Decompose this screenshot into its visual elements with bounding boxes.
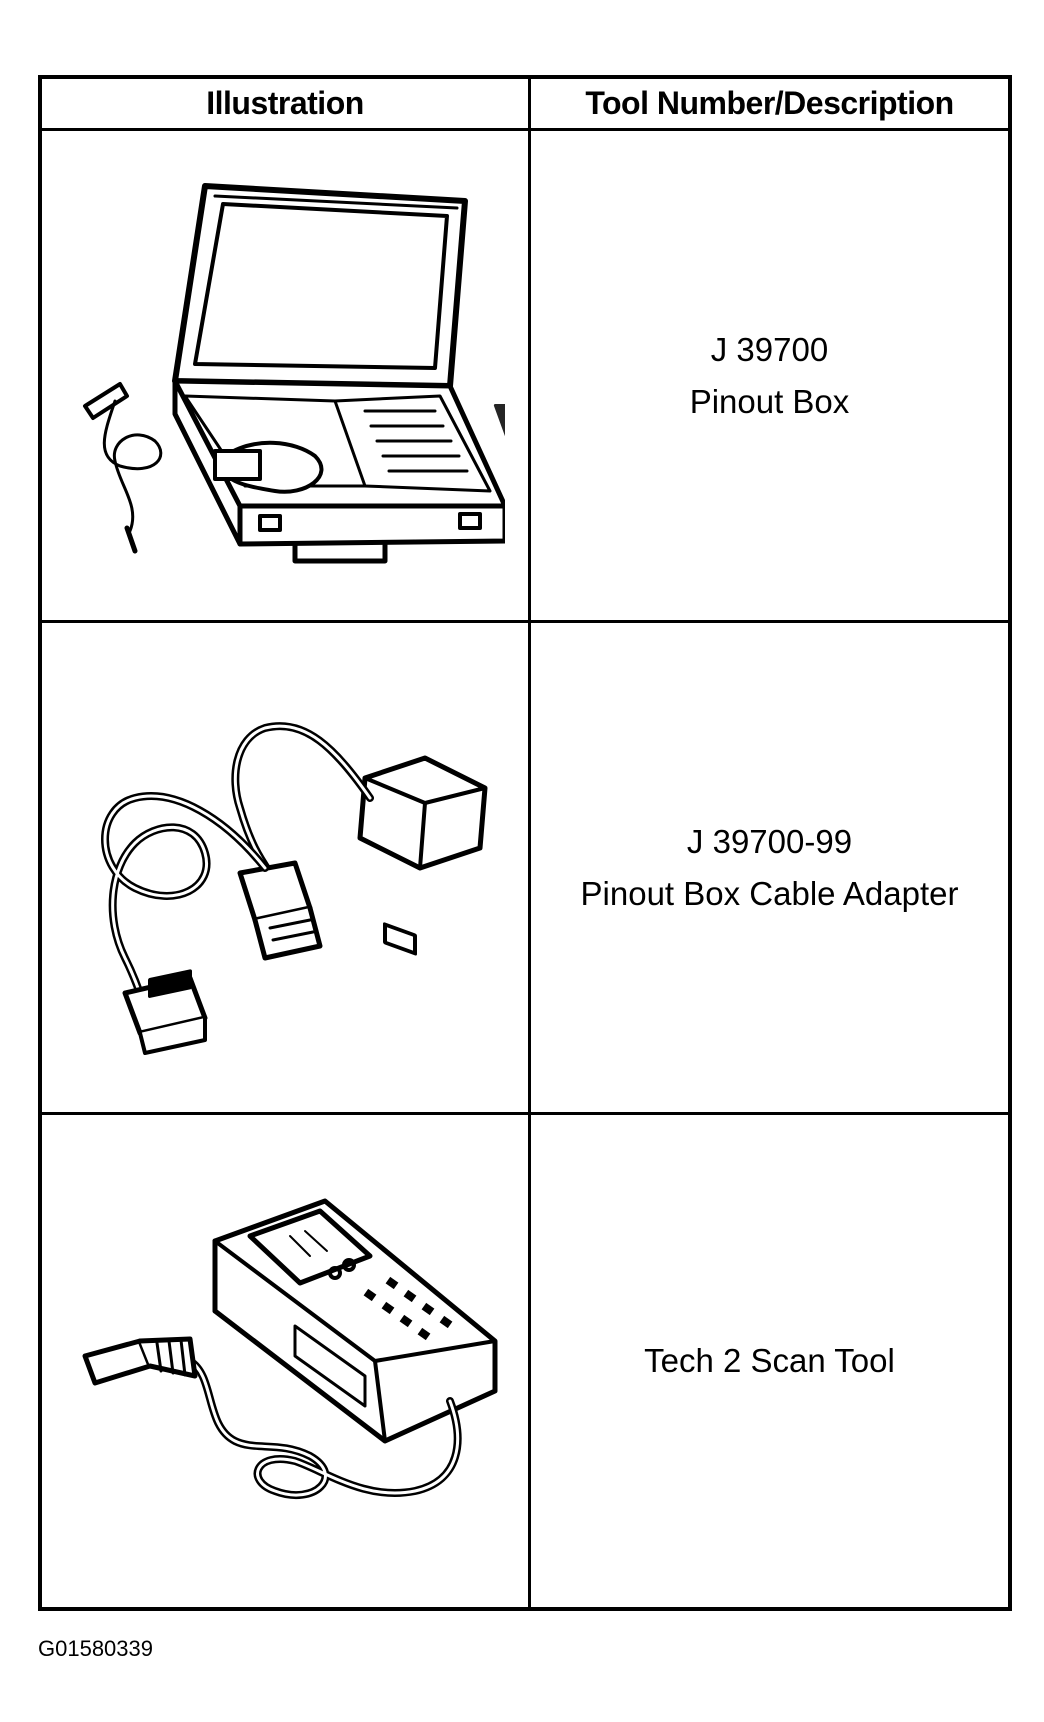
header-description: Tool Number/Description — [531, 79, 1008, 131]
tool-description: Tech 2 Scan Tool — [644, 1335, 895, 1387]
header-illustration: Illustration — [42, 79, 531, 131]
tool-name: Tech 2 Scan Tool — [644, 1342, 895, 1379]
illustration-cell-scan-tool — [42, 1115, 531, 1607]
tool-name: Pinout Box Cable Adapter — [580, 874, 959, 912]
tool-description: J 39700-99 Pinout Box Cable Adapter — [581, 816, 959, 920]
description-cell-pinout-box: J 39700 Pinout Box — [531, 131, 1008, 623]
tool-number: J 39700-99 — [686, 822, 853, 860]
illustration-cell-cable-adapter — [42, 623, 531, 1115]
tool-description: J 39700 Pinout Box — [690, 324, 850, 428]
tool-name: Pinout Box — [689, 382, 850, 420]
description-cell-cable-adapter: J 39700-99 Pinout Box Cable Adapter — [531, 623, 1008, 1115]
pinout-box-case-icon — [83, 182, 505, 563]
header-description-label: Tool Number/Description — [585, 85, 954, 121]
cable-adapter-icon — [101, 721, 488, 1055]
scan-tool-icon — [82, 1198, 498, 1500]
illustration-cell-pinout-box — [42, 131, 531, 623]
tool-number: J 39700 — [710, 330, 829, 368]
header-illustration-label: Illustration — [206, 85, 364, 121]
figure-code: G01580339 — [38, 1636, 153, 1661]
description-cell-scan-tool: Tech 2 Scan Tool — [531, 1115, 1008, 1607]
tool-table: Illustration Tool Number/Description — [38, 75, 1012, 1611]
